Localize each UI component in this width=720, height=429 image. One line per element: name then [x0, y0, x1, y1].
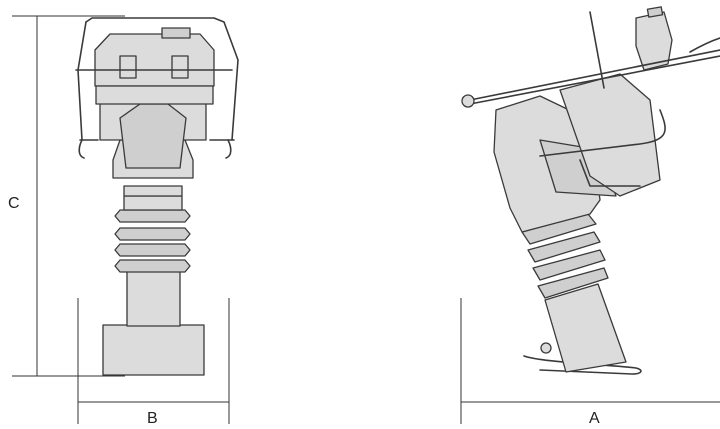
rammer-front-view	[75, 17, 239, 376]
front-bellows	[114, 185, 191, 273]
side-foot-plate	[523, 355, 642, 375]
side-engine	[559, 73, 661, 197]
front-center-shield	[119, 103, 187, 169]
label-b: B	[147, 410, 158, 427]
front-leg-tube	[126, 269, 181, 327]
dimension-b: B	[77, 298, 230, 427]
dimension-c: C	[8, 15, 125, 377]
front-base-plate	[102, 324, 205, 376]
dimension-a: A	[460, 298, 720, 427]
rammer-side-view	[461, 6, 720, 375]
label-a: A	[589, 410, 600, 427]
label-c: C	[8, 195, 20, 212]
side-handle-knob	[461, 94, 475, 108]
front-fuel-cap	[161, 27, 191, 39]
side-foot-bolt	[540, 342, 552, 354]
side-leg-tube	[544, 283, 627, 373]
front-engine-top	[94, 33, 215, 87]
side-fuel-tank	[635, 11, 673, 71]
side-bellows	[521, 213, 609, 299]
side-handle-bar	[469, 49, 720, 101]
front-handle-frame	[85, 17, 239, 141]
